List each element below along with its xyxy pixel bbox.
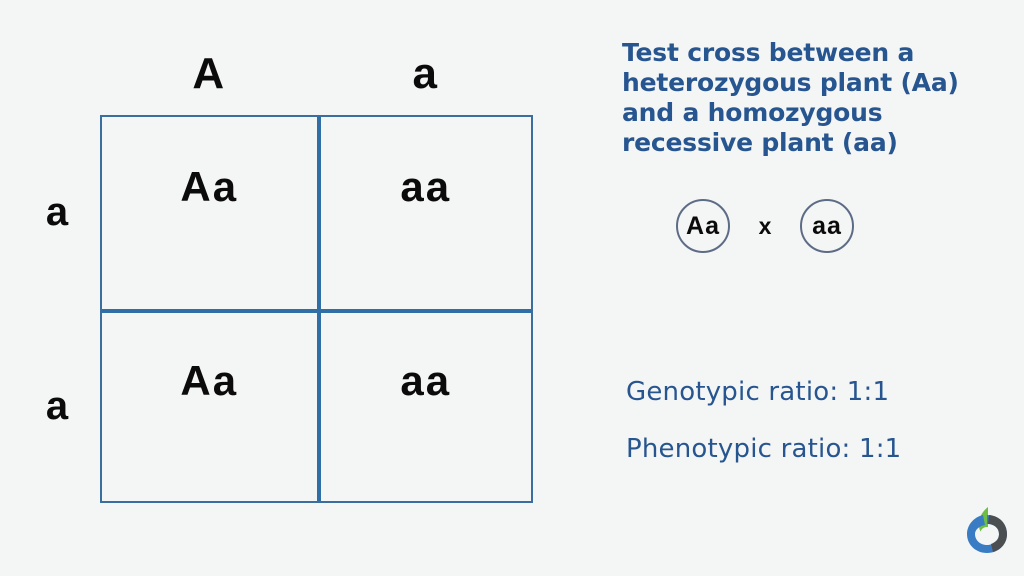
ratio-list: Genotypic ratio: 1:1 Phenotypic ratio: 1… — [626, 378, 1016, 463]
cross-symbol: x — [758, 212, 772, 239]
genotypic-ratio: Genotypic ratio: 1:1 — [626, 377, 890, 407]
punnett-row-headers: a a — [28, 115, 86, 503]
explanation-panel: Test cross between a heterozygous plant … — [618, 0, 1024, 576]
punnett-column-header-1: a — [412, 49, 437, 98]
punnett-cell: Aa — [102, 309, 317, 501]
punnett-grid: Aa aa Aa aa — [100, 115, 533, 503]
punnett-cell: Aa — [180, 163, 239, 210]
punnett-column-header-0: A — [192, 49, 225, 98]
punnett-column-headers: A a — [100, 45, 533, 103]
punnett-row-header-1: a — [45, 384, 69, 428]
biology-online-logo — [963, 503, 1011, 555]
punnett-cell: aa — [316, 309, 531, 501]
parent-one-genotype: Aa — [676, 199, 730, 253]
cross-description: Test cross between a heterozygous plant … — [622, 38, 959, 157]
phenotypic-ratio: Phenotypic ratio: 1:1 — [626, 433, 902, 464]
parent-cross-row: Aa x aa — [676, 196, 976, 256]
punnett-cell: aa — [316, 117, 532, 309]
parent-two-genotype: aa — [800, 199, 854, 253]
punnett-square-area: A a a a Aa aa Aa aa — [28, 45, 533, 503]
punnett-row-header-0: a — [45, 190, 69, 234]
